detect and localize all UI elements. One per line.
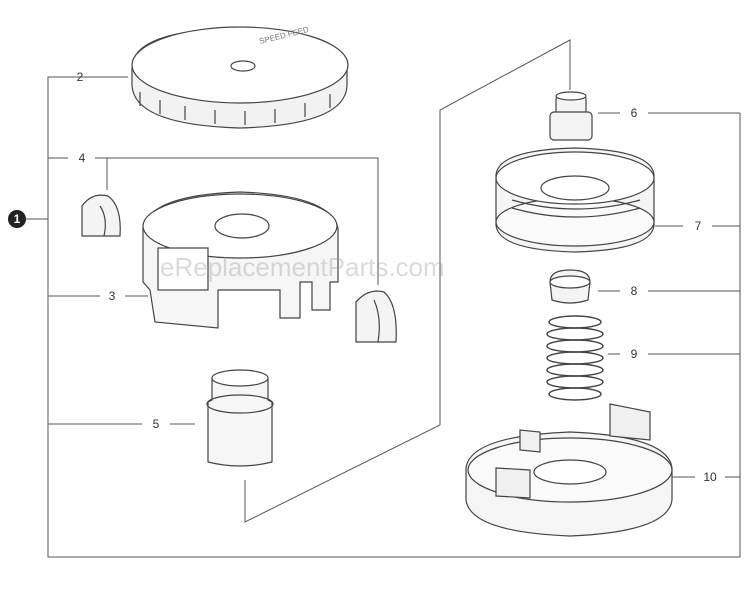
spool-part	[495, 147, 655, 253]
callout-4: 4	[78, 151, 86, 165]
adapter-part	[206, 369, 274, 467]
spring-part	[546, 315, 604, 401]
watermark-text: eReplacementParts.com	[160, 252, 445, 282]
callout-2: 2	[76, 70, 84, 84]
eyelet-right-part	[355, 290, 397, 343]
spool-cap-part	[131, 26, 349, 129]
assembly-number-badge: 1	[8, 210, 26, 228]
spool-housing-part	[142, 191, 339, 329]
leader-lines	[26, 39, 741, 558]
callout-8: 8	[630, 284, 638, 298]
callout-6: 6	[630, 106, 638, 120]
bolt-part	[549, 91, 593, 141]
callout-7: 7	[694, 219, 702, 233]
bumper-insert-part	[549, 269, 591, 304]
callout-9: 9	[630, 347, 638, 361]
callout-10: 10	[703, 470, 717, 484]
base-housing-part	[465, 403, 673, 537]
callout-3: 3	[108, 289, 116, 303]
eyelet-left-part	[81, 194, 121, 237]
callout-5: 5	[152, 417, 160, 431]
